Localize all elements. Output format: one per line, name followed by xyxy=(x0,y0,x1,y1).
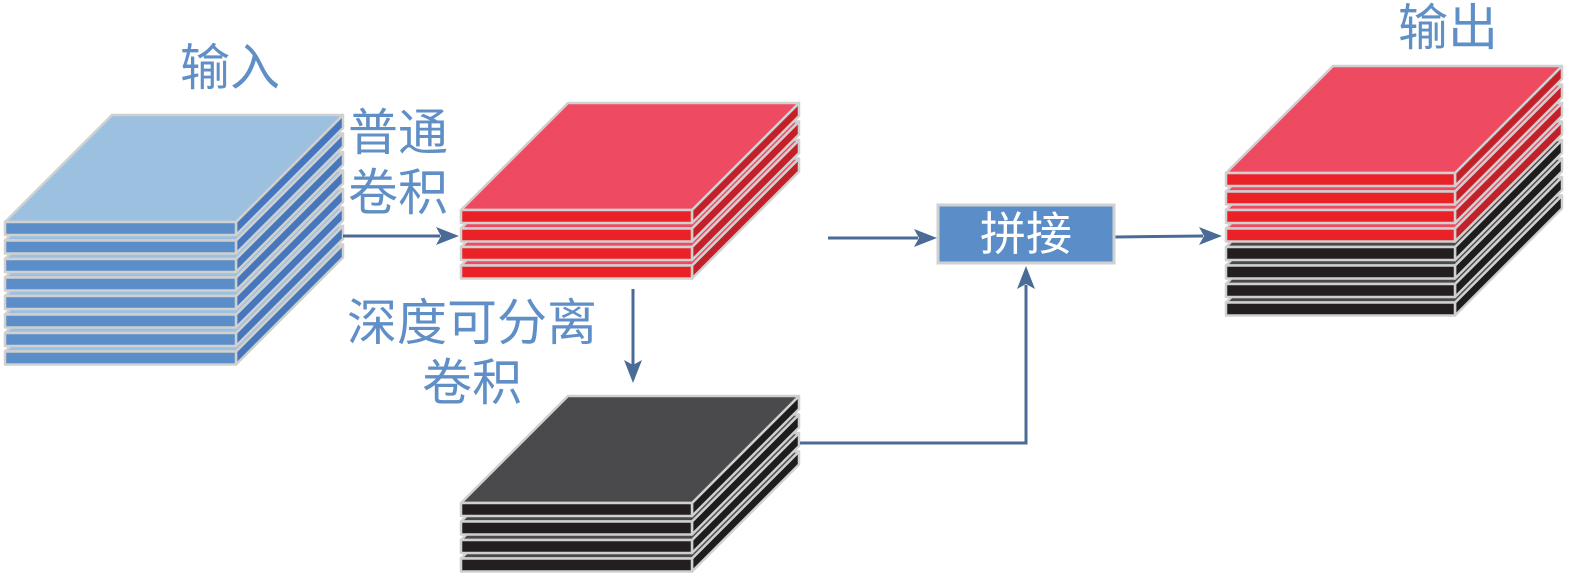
layer-front-face xyxy=(1224,208,1457,225)
input-label: 输入 xyxy=(180,39,280,97)
layer-front-face xyxy=(3,276,238,292)
input-feature-stack xyxy=(3,113,345,366)
layer-front-face xyxy=(1224,190,1457,206)
arrow-concat-to-output xyxy=(1114,227,1222,245)
depthwise-conv-label-line1: 深度可分离 xyxy=(347,294,597,352)
concat-node: 拼接 xyxy=(936,203,1116,265)
output-feature-stack xyxy=(1224,64,1564,317)
layer-front-face xyxy=(3,350,238,366)
layer-front-face xyxy=(1224,301,1457,317)
layer-front-face xyxy=(3,313,238,329)
arrow-ordinary-to-depthwise xyxy=(624,289,642,383)
layer-front-face xyxy=(1224,171,1457,188)
layer-front-face xyxy=(3,257,238,274)
depthwise-conv-feature-stack xyxy=(459,394,801,573)
layer-front-face xyxy=(459,264,694,280)
concat-label: 拼接 xyxy=(980,207,1072,261)
layer-front-face xyxy=(1224,264,1457,280)
ordinary-conv-label-line1: 普通 xyxy=(348,104,448,162)
layer-front-face xyxy=(459,227,694,243)
layer-front-face xyxy=(3,220,238,237)
arrow-input-to-ordinary xyxy=(343,227,459,245)
depthwise-conv-label-line2: 卷积 xyxy=(422,354,522,412)
output-label: 输出 xyxy=(1398,0,1498,57)
ordinary-conv-label-line2: 卷积 xyxy=(348,164,448,222)
layer-front-face xyxy=(3,331,238,348)
layer-front-face xyxy=(459,538,694,555)
layer-front-face xyxy=(1224,282,1457,299)
concat-box xyxy=(936,203,1116,265)
layer-front-face xyxy=(1224,227,1457,243)
layer-front-face xyxy=(3,294,238,311)
layer-front-face xyxy=(459,520,694,536)
layer-front-face xyxy=(3,239,238,255)
layer-front-face xyxy=(459,557,694,573)
ordinary-conv-feature-stack xyxy=(459,101,801,280)
arrow-depthwise-to-concat xyxy=(800,266,1035,445)
layer-front-face xyxy=(459,208,694,225)
layer-front-face xyxy=(459,501,694,518)
arrow-ordinary-to-concat xyxy=(828,229,937,247)
layer-front-face xyxy=(459,245,694,262)
layer-front-face xyxy=(1224,245,1457,262)
